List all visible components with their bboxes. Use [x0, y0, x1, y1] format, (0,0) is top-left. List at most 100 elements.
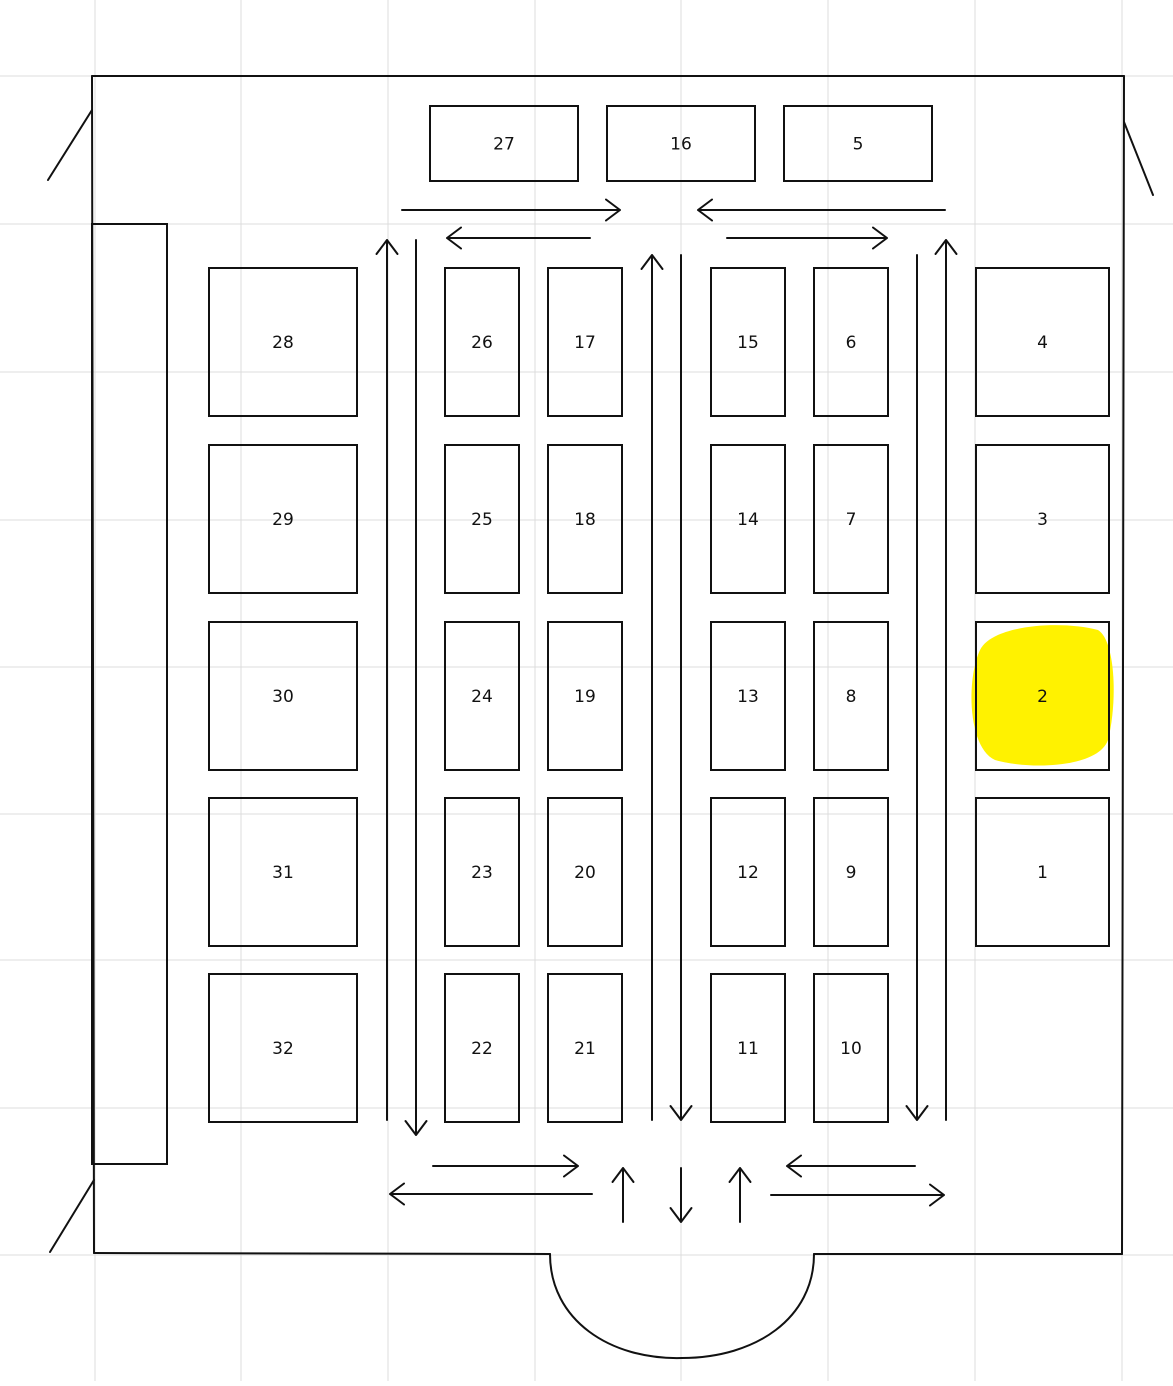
traffic-arrow [669, 254, 693, 1121]
booth-10[interactable]: 10 [813, 973, 889, 1123]
booth-24[interactable]: 24 [444, 621, 520, 771]
booth-number: 22 [471, 1039, 493, 1059]
booth-number: 32 [272, 1039, 294, 1059]
booth-outline [444, 267, 520, 417]
traffic-arrow [669, 1167, 693, 1223]
booth-number: 27 [493, 135, 515, 155]
booth-28[interactable]: 28 [208, 267, 358, 417]
highlight-mark [971, 625, 1114, 766]
booth-outline [208, 621, 358, 771]
booth-number: 7 [846, 510, 857, 530]
booth-outline [710, 267, 786, 417]
booth-14[interactable]: 14 [710, 444, 786, 594]
booth-number: 9 [846, 863, 857, 883]
booth-number: 25 [471, 510, 493, 530]
booth-outline [813, 444, 889, 594]
booth-22[interactable]: 22 [444, 973, 520, 1123]
booth-number: 12 [737, 863, 759, 883]
booth-outline [208, 973, 358, 1123]
booth-23[interactable]: 23 [444, 797, 520, 947]
traffic-arrow [401, 198, 621, 222]
booth-number: 28 [272, 333, 294, 353]
booth-5[interactable]: 5 [783, 105, 933, 182]
booth-19[interactable]: 19 [547, 621, 623, 771]
booth-outline [208, 797, 358, 947]
booth-8[interactable]: 8 [813, 621, 889, 771]
booth-number: 26 [471, 333, 493, 353]
booth-number: 15 [737, 333, 759, 353]
booth-outline [444, 621, 520, 771]
building-walls [47, 75, 1154, 1360]
bottom-wall-left [93, 1252, 551, 1255]
corner-door-top-right [1123, 121, 1154, 196]
booth-16[interactable]: 16 [606, 105, 756, 182]
booth-11[interactable]: 11 [710, 973, 786, 1123]
booth-outline [813, 267, 889, 417]
booth-25[interactable]: 25 [444, 444, 520, 594]
booth-number: 19 [574, 687, 596, 707]
traffic-arrow [446, 226, 591, 250]
booth-number: 17 [574, 333, 596, 353]
traffic-arrow [432, 1154, 579, 1178]
traffic-arrow [404, 239, 428, 1136]
booth-outline [975, 797, 1110, 947]
booth-7[interactable]: 7 [813, 444, 889, 594]
booth-27[interactable]: 27 [429, 105, 579, 182]
booth-32[interactable]: 32 [208, 973, 358, 1123]
traffic-arrow [389, 1182, 593, 1206]
booth-outline [710, 621, 786, 771]
booth-outline [208, 444, 358, 594]
booth-26[interactable]: 26 [444, 267, 520, 417]
traffic-arrow [697, 198, 946, 222]
traffic-arrow [375, 239, 399, 1121]
booth-outline [813, 621, 889, 771]
traffic-arrow [611, 1167, 635, 1223]
booth-15[interactable]: 15 [710, 267, 786, 417]
traffic-arrow [640, 254, 664, 1121]
booth-number: 20 [574, 863, 596, 883]
booth-outline [547, 267, 623, 417]
booth-outline [547, 973, 623, 1123]
booth-9[interactable]: 9 [813, 797, 889, 947]
booth-outline [710, 973, 786, 1123]
corner-door-top-left [47, 109, 93, 181]
traffic-arrow [934, 239, 958, 1121]
booth-1[interactable]: 1 [975, 797, 1110, 947]
booth-outline [444, 973, 520, 1123]
traffic-arrow [770, 1183, 945, 1207]
booth-21[interactable]: 21 [547, 973, 623, 1123]
booth-outline [975, 267, 1110, 417]
booth-number: 1 [1037, 863, 1048, 883]
booth-number: 18 [574, 510, 596, 530]
booth-number: 10 [840, 1039, 862, 1059]
booth-30[interactable]: 30 [208, 621, 358, 771]
booth-20[interactable]: 20 [547, 797, 623, 947]
booth-outline [783, 105, 933, 182]
booth-number: 14 [737, 510, 759, 530]
booth-17[interactable]: 17 [547, 267, 623, 417]
traffic-arrow [905, 254, 929, 1121]
booth-number: 6 [846, 333, 857, 353]
booth-3[interactable]: 3 [975, 444, 1110, 594]
booth-outline [444, 797, 520, 947]
booth-6[interactable]: 6 [813, 267, 889, 417]
booth-number: 8 [846, 687, 857, 707]
traffic-arrow [786, 1154, 916, 1178]
booth-31[interactable]: 31 [208, 797, 358, 947]
booth-number: 5 [853, 135, 864, 155]
booth-13[interactable]: 13 [710, 621, 786, 771]
booth-2[interactable]: 2 [975, 621, 1110, 771]
booth-outline [710, 797, 786, 947]
booth-outline [208, 267, 358, 417]
booth-number: 13 [737, 687, 759, 707]
traffic-arrow [728, 1167, 752, 1223]
booth-4[interactable]: 4 [975, 267, 1110, 417]
booth-18[interactable]: 18 [547, 444, 623, 594]
booth-29[interactable]: 29 [208, 444, 358, 594]
entrance-arc [549, 1253, 815, 1360]
booth-12[interactable]: 12 [710, 797, 786, 947]
booth-number: 30 [272, 687, 294, 707]
booth-number: 16 [670, 135, 692, 155]
